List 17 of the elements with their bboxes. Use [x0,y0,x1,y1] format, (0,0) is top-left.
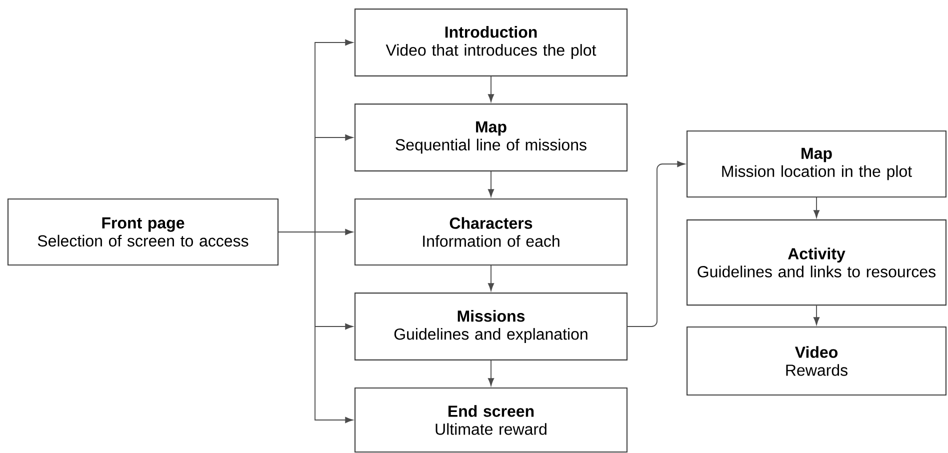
arrow [488,171,494,197]
process-box: Characters Information of each [354,198,628,266]
process-box: Map Mission location in the plot [686,130,947,198]
process-box: Map Sequential line of missions [354,104,628,172]
process-box: Activity Guidelines and links to resources [686,219,947,306]
arrow [627,161,685,327]
arrow [488,265,494,291]
process-box: Video Rewards [686,326,947,396]
arrow [278,232,353,424]
process-box: Introduction Video that introduces the plot [354,8,628,76]
arrow [488,360,494,386]
process-box: End screen Ultimate reward [354,387,628,453]
arrow [488,76,494,102]
arrow [814,305,820,325]
arrow [814,197,820,218]
process-box: Front page Selection of screen to access [7,198,279,266]
process-box: Missions Guidelines and explanation [354,292,628,360]
